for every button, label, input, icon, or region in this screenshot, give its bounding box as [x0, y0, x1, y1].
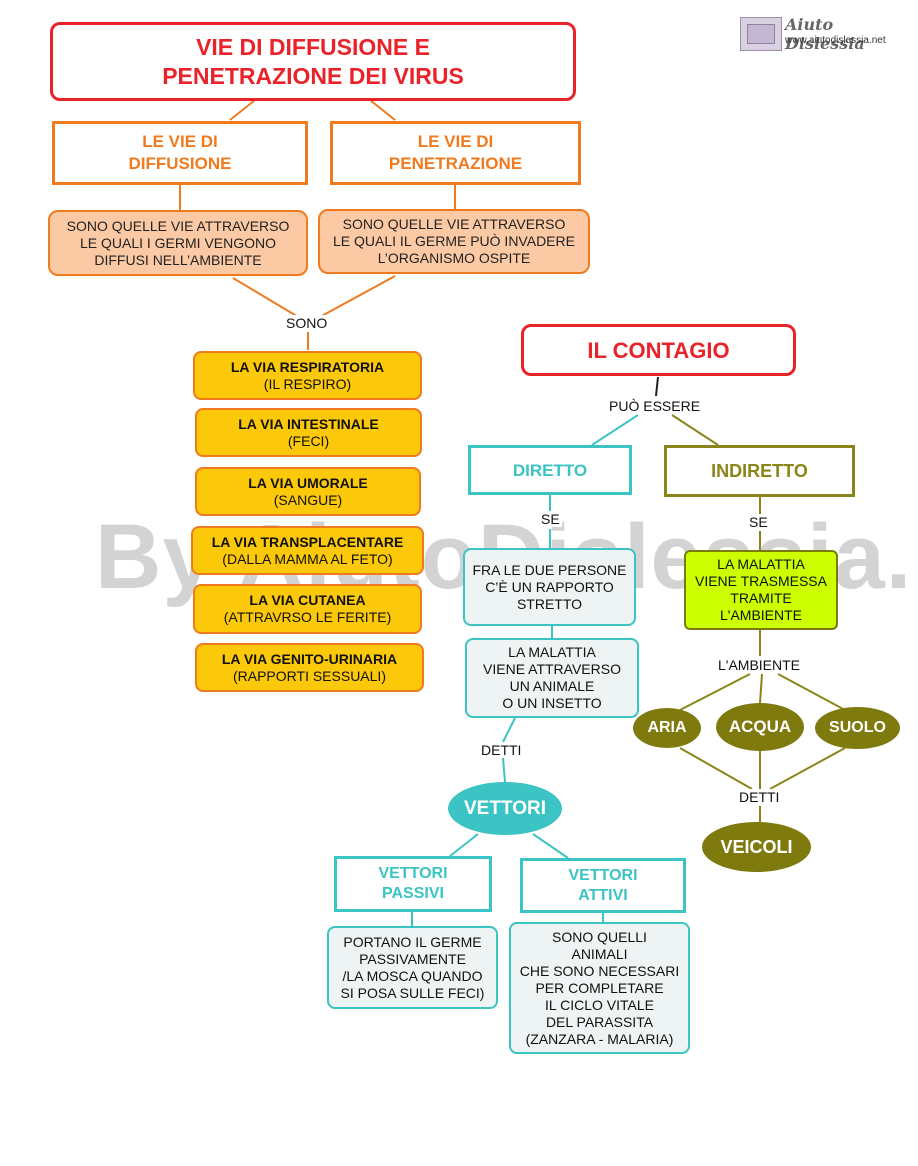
sono-label: SONO [284, 315, 330, 331]
via-cutanea-name: LA VIA CUTANEA [249, 592, 366, 608]
diretto-box: DIRETTO [468, 445, 632, 495]
via-transplacentare-name: LA VIA TRANSPLACENTARE [211, 533, 404, 550]
penetrazione-desc-line-1: SONO QUELLE VIE ATTRAVERSO [342, 216, 566, 232]
diretto-desc1-line-2: C’È UN RAPPORTO [485, 578, 614, 595]
detti-label-veicoli: DETTI [737, 789, 782, 805]
via-intestinale-note: (FECI) [287, 432, 330, 449]
indiretto-desc-line-4: L'AMBIENTE [719, 607, 803, 623]
diretto-desc2-line-3: UN ANIMALE [509, 678, 595, 694]
detti-label-vettori: DETTI [479, 742, 524, 758]
vettori-passivi-description: PORTANO IL GERME PASSIVAMENTE /LA MOSCA … [327, 926, 498, 1009]
attivi-desc-line-5: IL CICLO VITALE [545, 996, 654, 1013]
via-umorale-name: LA VIA UMORALE [248, 474, 368, 491]
penetrazione-description: SONO QUELLE VIE ATTRAVERSO LE QUALI IL G… [318, 209, 590, 274]
site-logo[interactable]: Aiuto Dislessia www.aiutodislessia.net [740, 15, 900, 53]
vettori-attivi-line-1: VETTORI [568, 866, 638, 884]
diretto-desc2-line-1: LA MALATTIA [508, 644, 596, 660]
ambiente-acqua: ACQUA [716, 703, 804, 751]
diffusione-desc-line-3: DIFFUSI NELL’AMBIENTE [94, 251, 262, 268]
indiretto-desc-line-2: VIENE TRASMESSA [694, 573, 827, 589]
penetrazione-desc-line-3: L’ORGANISMO OSPITE [377, 250, 531, 266]
via-intestinale: LA VIA INTESTINALE (FECI) [195, 408, 422, 457]
penetrazione-title-line-1: LE VIE DI [417, 132, 494, 151]
via-respiratoria-note: (IL RESPIRO) [263, 375, 352, 392]
attivi-desc-line-2: ANIMALI [571, 945, 628, 962]
main-title-line-2: PENETRAZIONE DEI VIRUS [162, 62, 464, 89]
diretto-desc2-line-2: VIENE ATTRAVERSO [483, 661, 621, 677]
diffusione-title: LE VIE DI DIFFUSIONE [52, 121, 308, 185]
via-cutanea: LA VIA CUTANEA (ATTRAVRSO LE FERITE) [193, 584, 422, 634]
logo-url: www.aiutodislessia.net [785, 35, 886, 46]
indiretto-se-label: SE [747, 514, 770, 530]
penetrazione-title: LE VIE DI PENETRAZIONE [330, 121, 581, 185]
diffusione-desc-line-2: LE QUALI I GERMI VENGONO [79, 234, 277, 251]
main-title: VIE DI DIFFUSIONE E PENETRAZIONE DEI VIR… [50, 22, 576, 101]
attivi-desc-line-7: (ZANZARA - MALARIA) [525, 1030, 674, 1047]
attivi-desc-line-6: DEL PARASSITA [545, 1013, 654, 1030]
puo-essere-label: PUÒ ESSERE [607, 398, 703, 414]
diffusione-title-line-2: DIFFUSIONE [128, 154, 232, 173]
via-respiratoria-name: LA VIA RESPIRATORIA [230, 358, 385, 375]
logo-image [740, 17, 782, 51]
vettori-node: VETTORI [448, 782, 562, 835]
passivi-desc-line-3: /LA MOSCA QUANDO [342, 967, 483, 984]
via-transplacentare: LA VIA TRANSPLACENTARE (DALLA MAMMA AL F… [191, 526, 424, 575]
attivi-desc-line-3: CHE SONO NECESSARI [519, 962, 680, 979]
via-transplacentare-note: (DALLA MAMMA AL FETO) [222, 550, 393, 567]
vettori-passivi-line-1: VETTORI [378, 865, 448, 882]
diretto-se-label: SE [539, 511, 562, 527]
via-cutanea-note: (ATTRAVRSO LE FERITE) [223, 609, 392, 625]
passivi-desc-line-4: SI POSA SULLE FECI) [340, 984, 485, 1001]
logo-name: Aiuto Dislessia [785, 15, 865, 53]
diretto-label: DIRETTO [512, 460, 588, 480]
diffusione-title-line-1: LE VIE DI [142, 132, 218, 151]
penetrazione-title-line-2: PENETRAZIONE [388, 154, 523, 173]
attivi-desc-line-4: PER COMPLETARE [535, 979, 664, 996]
contagio-title: IL CONTAGIO [521, 324, 796, 376]
diretto-desc1-line-1: FRA LE DUE PERSONE [472, 561, 627, 578]
main-title-line-1: VIE DI DIFFUSIONE E [196, 33, 430, 60]
passivi-desc-line-2: PASSIVAMENTE [359, 950, 466, 967]
attivi-desc-line-1: SONO QUELLI [552, 928, 647, 945]
penetrazione-desc-line-2: LE QUALI IL GERME PUÒ INVADERE [333, 233, 575, 249]
vettori-passivi-box: VETTORI PASSIVI [334, 856, 492, 912]
ambiente-aria: ARIA [633, 708, 701, 748]
indiretto-desc-line-3: TRAMITE [730, 590, 792, 606]
diretto-desc2-line-4: O UN INSETTO [502, 695, 602, 711]
via-umorale: LA VIA UMORALE (SANGUE) [195, 467, 421, 516]
via-respiratoria: LA VIA RESPIRATORIA (IL RESPIRO) [193, 351, 422, 400]
ambiente-label: L'AMBIENTE [716, 657, 803, 673]
vettori-attivi-description: SONO QUELLI ANIMALI CHE SONO NECESSARI P… [509, 922, 690, 1054]
diretto-description-1: FRA LE DUE PERSONE C’È UN RAPPORTO STRET… [463, 548, 636, 626]
contagio-title-text: IL CONTAGIO [587, 337, 730, 363]
via-genito-urinaria: LA VIA GENITO-URINARIA (RAPPORTI SESSUAL… [195, 643, 424, 692]
via-umorale-note: (SANGUE) [273, 491, 343, 508]
diffusione-description: SONO QUELLE VIE ATTRAVERSO LE QUALI I GE… [48, 210, 308, 276]
vettori-passivi-line-2: PASSIVI [382, 885, 444, 902]
via-intestinale-name: LA VIA INTESTINALE [238, 415, 379, 432]
via-genito-urinaria-note: (RAPPORTI SESSUALI) [232, 667, 386, 684]
indiretto-box: INDIRETTO [664, 445, 855, 497]
indiretto-desc-line-1: LA MALATTIA [717, 556, 805, 572]
ambiente-suolo: SUOLO [815, 707, 900, 749]
vettori-attivi-box: VETTORI ATTIVI [520, 858, 686, 913]
via-genito-urinaria-name: LA VIA GENITO-URINARIA [221, 650, 398, 667]
diffusione-desc-line-1: SONO QUELLE VIE ATTRAVERSO [66, 217, 290, 234]
indiretto-label: INDIRETTO [711, 460, 808, 481]
passivi-desc-line-1: PORTANO IL GERME [343, 933, 482, 950]
veicoli-node: VEICOLI [702, 822, 811, 872]
vettori-attivi-line-2: ATTIVI [578, 886, 628, 904]
indiretto-description: LA MALATTIA VIENE TRASMESSA TRAMITE L'AM… [684, 550, 838, 630]
diretto-description-2: LA MALATTIA VIENE ATTRAVERSO UN ANIMALE … [465, 638, 639, 718]
diretto-desc1-line-3: STRETTO [516, 595, 583, 612]
